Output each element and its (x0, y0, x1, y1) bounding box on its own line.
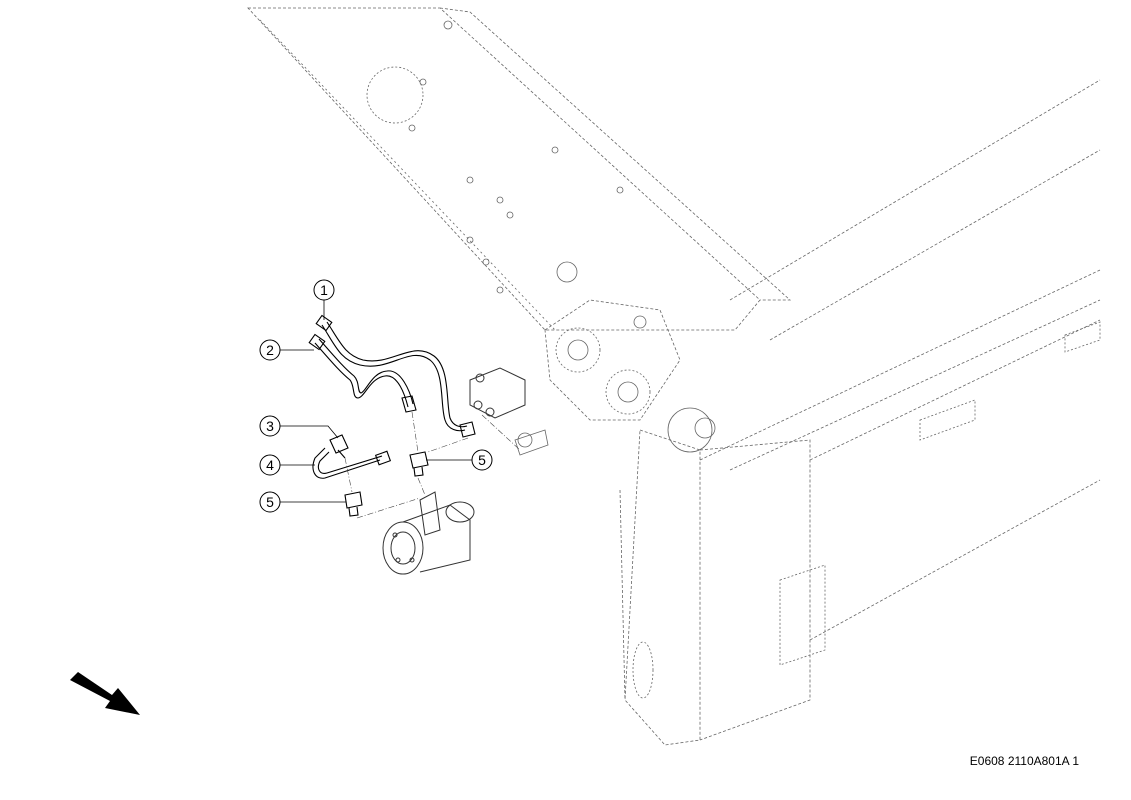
callout-2: 2 (259, 339, 314, 361)
callout-label: 5 (266, 494, 274, 510)
valve-block (469, 367, 526, 419)
callout-label: 4 (266, 457, 274, 473)
callout-label: 5 (478, 452, 486, 468)
assembly-centerlines (344, 411, 521, 519)
callout-1: 1 (313, 279, 335, 320)
machine-frame (247, 7, 1101, 746)
drawing-reference-code: E0608 2110A801A 1 (969, 754, 1079, 768)
fittings-3-4-5 (312, 434, 429, 517)
callout-5-upper: 5 (426, 449, 493, 471)
callout-5-lower: 5 (259, 491, 346, 513)
callout-label: 3 (266, 418, 274, 434)
hose-assembly-1-2 (308, 314, 476, 438)
callout-label: 1 (320, 282, 328, 298)
callout-3: 3 (259, 415, 339, 439)
callout-label: 2 (266, 342, 274, 358)
callout-4: 4 (259, 454, 315, 476)
hydraulic-motor (382, 491, 475, 575)
forward-direction-arrow-icon (70, 672, 140, 715)
